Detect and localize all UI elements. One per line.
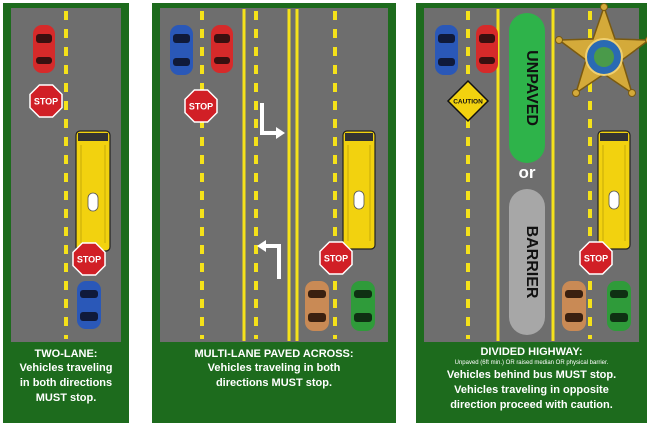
- car-icon: [305, 281, 329, 331]
- school-bus-icon: [342, 130, 376, 250]
- car-icon: [435, 25, 458, 75]
- multi-lane-panel: STOP STOP: [152, 3, 396, 423]
- caution-sign-icon: CAUTION: [446, 79, 490, 123]
- car-icon: [607, 281, 631, 331]
- caption-line: in both directions: [19, 377, 113, 389]
- caption-line: Vehicles traveling in opposite: [454, 384, 609, 396]
- divided-highway-note: Unpaved (6ft min.) OR raised median OR p…: [454, 360, 609, 366]
- caption-line: direction proceed with caution.: [450, 399, 613, 411]
- caption-line: Vehicles traveling: [19, 362, 113, 374]
- school-bus-icon: [75, 130, 111, 252]
- barrier-label: BARRIER: [523, 226, 540, 299]
- two-lane-panel: STOP STOP TWO-LANE: Vehicles traveling i…: [3, 3, 129, 423]
- sheriff-star-badge-icon: [555, 3, 647, 97]
- multi-lane-caption: MULTI-LANE PAVED ACROSS: Vehicles travel…: [152, 347, 396, 391]
- two-lane-caption: TWO-LANE: Vehicles traveling in both dir…: [3, 347, 129, 406]
- stop-sign-icon: STOP: [29, 84, 63, 118]
- car-icon: [351, 281, 375, 331]
- divided-highway-title: DIVIDED HIGHWAY:: [480, 346, 583, 358]
- caption-line: MUST stop.: [35, 392, 97, 404]
- arrow-head: [257, 240, 266, 252]
- car-icon: [33, 25, 55, 73]
- divided-highway-scene: UNPAVED or BARRIER CAUTION: [435, 3, 647, 341]
- turn-arrow-icon: [264, 244, 281, 279]
- stop-sign-icon: STOP: [319, 241, 353, 275]
- unpaved-median: [509, 13, 545, 163]
- car-icon: [211, 25, 233, 73]
- multi-lane-scene: STOP STOP: [170, 9, 376, 341]
- caption-line: directions MUST stop.: [215, 377, 333, 389]
- caption-line: Vehicles behind bus MUST stop.: [446, 369, 617, 381]
- stop-sign-label: STOP: [77, 255, 101, 265]
- caption-line: Vehicles traveling in both: [207, 362, 341, 374]
- barrier-median: [509, 189, 545, 335]
- school-bus-icon: [597, 130, 631, 250]
- multi-lane-title: MULTI-LANE PAVED ACROSS:: [194, 348, 354, 360]
- arrow-head: [276, 127, 285, 139]
- stop-sign-label: STOP: [324, 254, 348, 264]
- stop-sign-label: STOP: [34, 97, 58, 107]
- caution-sign-label: CAUTION: [453, 99, 483, 106]
- or-label: or: [519, 163, 536, 182]
- stop-sign-label: STOP: [584, 254, 608, 264]
- unpaved-label: UNPAVED: [523, 50, 540, 126]
- car-icon: [170, 25, 193, 75]
- stop-sign-icon: STOP: [184, 89, 218, 123]
- divided-highway-caption: DIVIDED HIGHWAY: Unpaved (6ft min.) OR r…: [416, 345, 647, 413]
- car-icon: [562, 281, 586, 331]
- car-icon: [77, 281, 101, 329]
- car-icon: [476, 25, 498, 73]
- stop-sign-icon: STOP: [579, 241, 613, 275]
- divided-highway-panel: UNPAVED or BARRIER CAUTION: [416, 3, 647, 423]
- two-lane-scene: STOP STOP: [29, 11, 111, 339]
- stop-sign-label: STOP: [189, 102, 213, 112]
- two-lane-title: TWO-LANE:: [34, 348, 98, 360]
- stop-sign-icon: STOP: [72, 242, 106, 276]
- turn-arrow-icon: [260, 103, 278, 135]
